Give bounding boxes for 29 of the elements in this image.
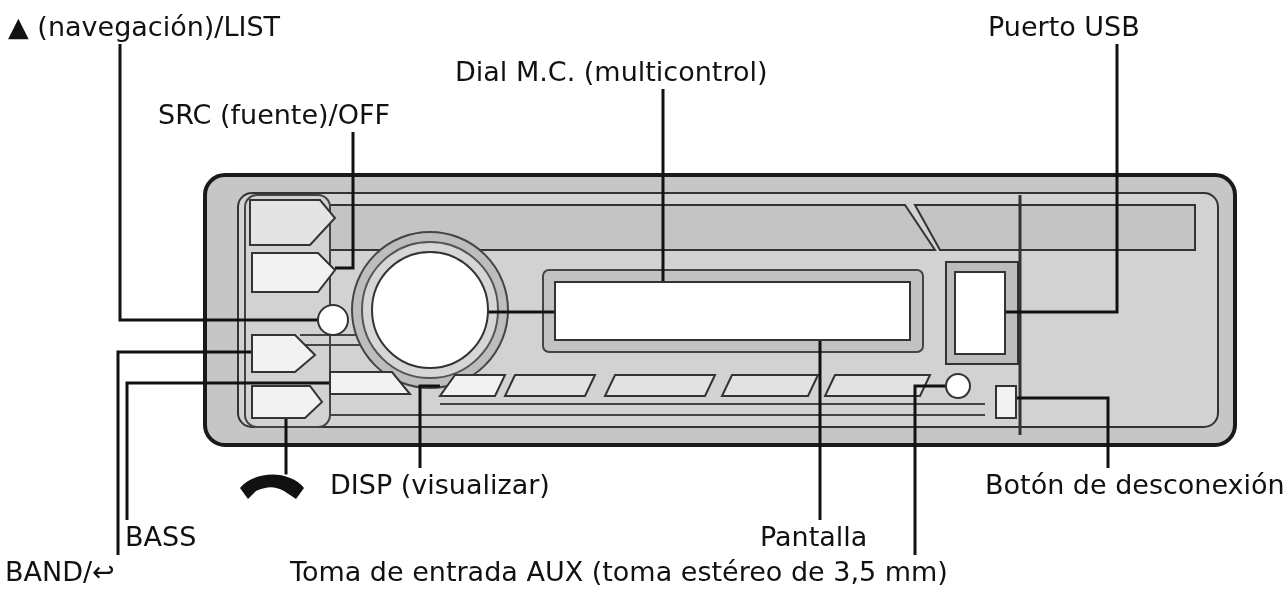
display-screen xyxy=(554,281,911,341)
callout-label: Toma de entrada AUX (toma estéreo de 3,5 mm) xyxy=(290,555,948,589)
leader-line xyxy=(1005,44,1119,314)
callout-label: ▲ (navegación)/LIST xyxy=(8,10,281,44)
leader-line xyxy=(118,44,318,322)
control-dial xyxy=(371,251,489,369)
usb-port xyxy=(954,271,1006,355)
leader-line xyxy=(125,381,330,520)
callout-label: DISP (visualizar) xyxy=(330,468,550,502)
callout-label: Pantalla xyxy=(760,520,868,554)
phone-button xyxy=(251,385,324,419)
source-button xyxy=(251,252,337,293)
leader-line xyxy=(913,384,946,555)
callout-label: Dial M.C. (multicontrol) xyxy=(455,55,768,89)
leader-line xyxy=(284,418,288,475)
phone-handset-icon xyxy=(240,474,304,499)
navigation-button xyxy=(317,304,349,336)
callout-label: Puerto USB xyxy=(988,10,1140,44)
callout-label: SRC (fuente)/OFF xyxy=(158,98,390,132)
callout-label: BASS xyxy=(125,520,197,554)
leader-line xyxy=(335,132,355,270)
bass-button xyxy=(329,371,413,395)
callout-label: Botón de desconexión xyxy=(985,468,1284,502)
release-button xyxy=(995,385,1017,419)
leader-line xyxy=(418,384,440,468)
callout-label: BAND/↩ xyxy=(5,555,115,589)
leader-line xyxy=(818,340,822,520)
leader-line xyxy=(1016,396,1110,468)
leader-line xyxy=(116,350,252,555)
